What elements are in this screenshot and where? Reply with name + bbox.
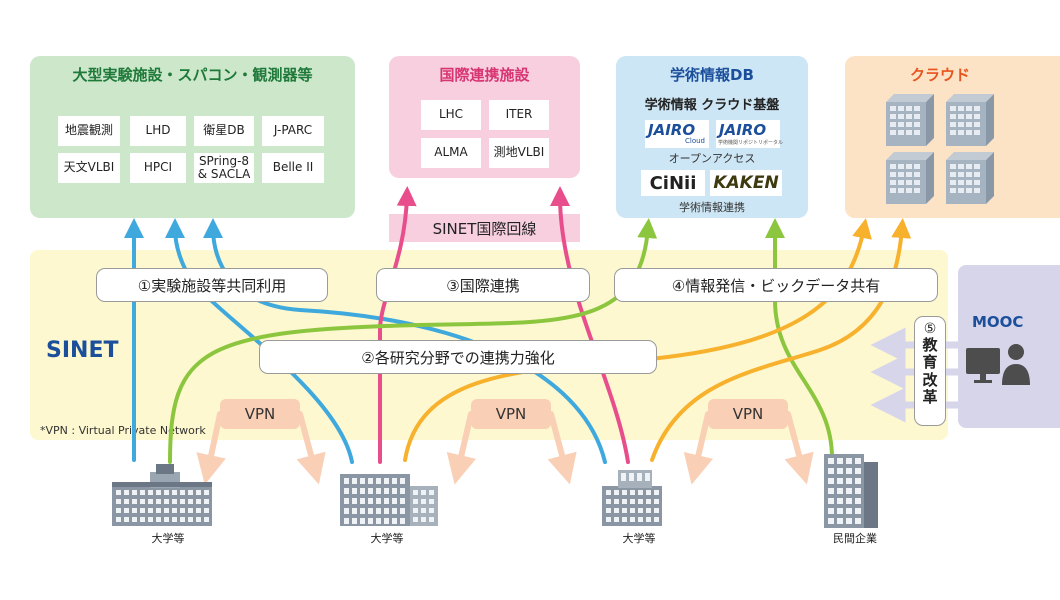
facility-item: 天文VLBI	[58, 153, 120, 183]
vpn-footnote: *VPN : Virtual Private Network	[40, 424, 206, 437]
academic-subtitle: 学術情報 クラウド基盤	[644, 98, 780, 113]
green-connection-line	[765, 218, 834, 460]
open-access-label: オープンアクセス	[668, 152, 756, 165]
pill5-char: 革	[922, 387, 938, 406]
vpn-label: VPN	[708, 399, 788, 429]
facility-item: 地震観測	[58, 116, 120, 146]
site-label: 大学等	[622, 532, 656, 545]
mooc-panel	[958, 265, 1060, 428]
site-label: 民間企業	[833, 532, 877, 545]
site-label: 大学等	[151, 532, 185, 545]
pill5-char: 改	[922, 370, 938, 389]
pink-connection-line	[550, 186, 630, 464]
international-line-label: SINET国際回線	[389, 214, 580, 242]
academic-link-label: 学術情報連携	[679, 201, 745, 214]
vpn-arrow	[784, 411, 814, 485]
facility-item: Belle II	[262, 153, 324, 183]
pill-international: ③国際連携	[376, 268, 590, 302]
jairo-cloud-logo: JAIRO Cloud	[645, 120, 709, 148]
site-label: 大学等	[370, 532, 404, 545]
blue-connection-line	[165, 218, 354, 464]
facility-item: HPCI	[130, 153, 186, 183]
vpn-arrow	[296, 411, 326, 485]
mooc-user-icon	[966, 344, 1030, 385]
vpn-arrow	[547, 411, 577, 485]
vpn-arrow	[683, 411, 714, 485]
mooc-label: MOOC	[972, 313, 1024, 331]
kaken-logo: KAKEN	[710, 170, 782, 196]
facility-item: J-PARC	[262, 116, 324, 146]
pill5-char: 教	[922, 336, 938, 355]
international-item: ITER	[489, 100, 549, 130]
international-item: LHC	[421, 100, 481, 130]
vpn-label: VPN	[471, 399, 551, 429]
jairo-logo: JAIRO 学術機関リポジトリポータル	[716, 120, 784, 148]
pill-collaboration: ②各研究分野での連携力強化	[259, 340, 657, 374]
pill5-char: 育	[922, 353, 938, 372]
server-icons	[886, 94, 994, 204]
facility-item: 衛星DB	[194, 116, 254, 146]
facility-item: LHD	[130, 116, 186, 146]
sinet-label: SINET	[46, 338, 119, 363]
academic-db-title: 学術情報DB	[670, 66, 754, 84]
pill-education-reform: ⑤ 教 育 改 革	[914, 316, 946, 426]
international-title: 国際連携施設	[439, 66, 530, 84]
vpn-label: VPN	[220, 399, 300, 429]
pill-joint-use: ①実験施設等共同利用	[96, 268, 328, 302]
facility-item: SPring-8 & SACLA	[194, 153, 254, 183]
cinii-logo: CiNii	[641, 170, 705, 196]
vpn-arrow	[196, 411, 226, 485]
university-building-2	[340, 474, 410, 526]
pill-big-data: ④情報発信・ビックデータ共有	[614, 268, 938, 302]
cloud-title: クラウド	[909, 66, 970, 84]
international-item: ALMA	[421, 138, 481, 168]
international-item: 測地VLBI	[489, 138, 549, 168]
vpn-arrow	[446, 411, 477, 485]
pill5-number: ⑤	[923, 321, 937, 337]
facilities-title: 大型実験施設・スパコン・観測器等	[72, 66, 313, 84]
